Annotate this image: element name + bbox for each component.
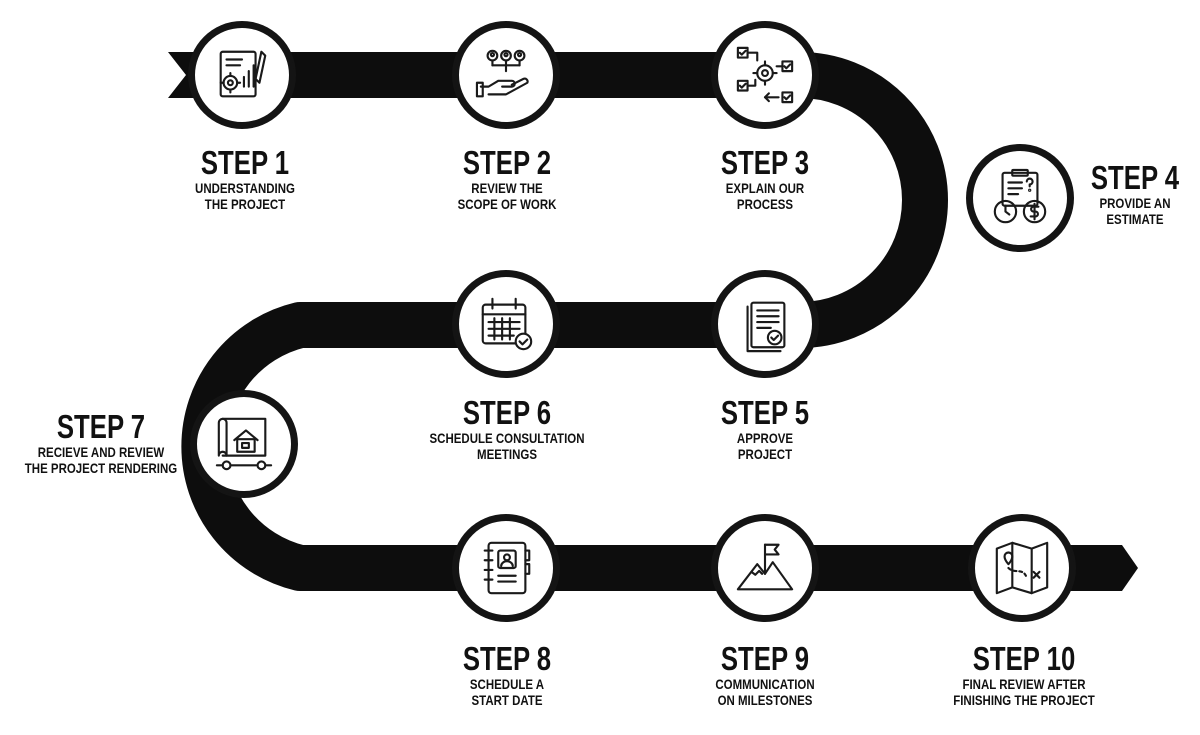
- step-number: STEP 10: [972, 640, 1076, 677]
- step-9-node: [713, 516, 817, 620]
- process-checklist-gear-icon: [736, 46, 794, 104]
- step-7-label: STEP 7 RECIEVE AND REVIEW THE PROJECT RE…: [6, 408, 196, 477]
- step-number: STEP 4: [1090, 159, 1180, 196]
- step-10-label: STEP 10 FINAL REVIEW AFTER FINISHING THE…: [924, 640, 1124, 709]
- step-number: STEP 9: [720, 640, 810, 677]
- calendar-check-icon: [481, 297, 533, 351]
- step-desc-line2: SCOPE OF WORK: [457, 196, 557, 212]
- step-6-node: [454, 272, 558, 376]
- step-1-label: STEP 1 UNDERSTANDING THE PROJECT: [150, 144, 340, 213]
- step-desc-line1: SCHEDULE A: [469, 676, 545, 692]
- step-desc-line2: MEETINGS: [477, 446, 537, 462]
- step-desc-line2: THE PROJECT: [204, 196, 286, 212]
- step-8-node: [454, 516, 558, 620]
- step-desc-line2: FINISHING THE PROJECT: [953, 692, 1095, 708]
- step-2-node: [454, 23, 558, 127]
- step-6-label: STEP 6 SCHEDULE CONSULTATION MEETINGS: [400, 394, 614, 463]
- step-desc-line1: RECIEVE AND REVIEW: [37, 444, 165, 460]
- step-desc-line2: ESTIMATE: [1106, 211, 1164, 227]
- step-8-label: STEP 8 SCHEDULE A START DATE: [412, 640, 602, 709]
- step-desc-line1: FINAL REVIEW AFTER: [962, 676, 1086, 692]
- step-number: STEP 6: [462, 394, 552, 431]
- approved-documents-icon: [746, 301, 786, 353]
- step-desc-line1: UNDERSTANDING: [195, 180, 295, 196]
- clipboard-clock-dollar-icon: [993, 168, 1047, 224]
- step-desc-line2: PROCESS: [736, 196, 794, 212]
- step-desc-line2: PROJECT: [737, 446, 793, 462]
- step-desc-line1: REVIEW THE: [471, 180, 543, 196]
- step-desc-line2: START DATE: [471, 692, 543, 708]
- road-end-arrow: [1110, 545, 1138, 591]
- step-4-label: STEP 4 PROVIDE AN ESTIMATE: [1072, 159, 1198, 228]
- step-number: STEP 3: [720, 144, 810, 181]
- step-desc-line1: EXPLAIN OUR: [725, 180, 805, 196]
- step-number: STEP 5: [720, 394, 810, 431]
- step-3-label: STEP 3 EXPLAIN OUR PROCESS: [670, 144, 860, 213]
- step-desc-line1: SCHEDULE CONSULTATION: [429, 430, 585, 446]
- step-number: STEP 1: [200, 144, 290, 181]
- step-desc-line1: APPROVE: [736, 430, 794, 446]
- house-blueprint-wrench-icon: [215, 417, 273, 471]
- step-number: STEP 7: [56, 408, 146, 445]
- step-desc-line2: THE PROJECT RENDERING: [24, 460, 178, 476]
- contact-notebook-icon: [483, 541, 531, 595]
- step-4-node: [968, 146, 1072, 250]
- step-desc-line1: PROVIDE AN: [1099, 195, 1171, 211]
- road-body: [181, 52, 1122, 591]
- step-7-node: [192, 392, 296, 496]
- document-gear-chart-icon: [219, 50, 267, 98]
- step-number: STEP 2: [462, 144, 552, 181]
- step-5-node: [713, 272, 817, 376]
- mountain-flag-icon: [736, 543, 794, 591]
- step-desc-line2: ON MILESTONES: [717, 692, 813, 708]
- step-1-node: [190, 23, 294, 127]
- treasure-map-icon: [995, 541, 1049, 595]
- step-number: STEP 8: [462, 640, 552, 677]
- step-9-label: STEP 9 COMMUNICATION ON MILESTONES: [670, 640, 860, 709]
- step-5-label: STEP 5 APPROVE PROJECT: [670, 394, 860, 463]
- hand-team-icon: [475, 49, 529, 98]
- step-desc-line1: COMMUNICATION: [715, 676, 815, 692]
- step-2-label: STEP 2 REVIEW THE SCOPE OF WORK: [412, 144, 602, 213]
- step-3-node: [713, 23, 817, 127]
- step-10-node: [970, 516, 1074, 620]
